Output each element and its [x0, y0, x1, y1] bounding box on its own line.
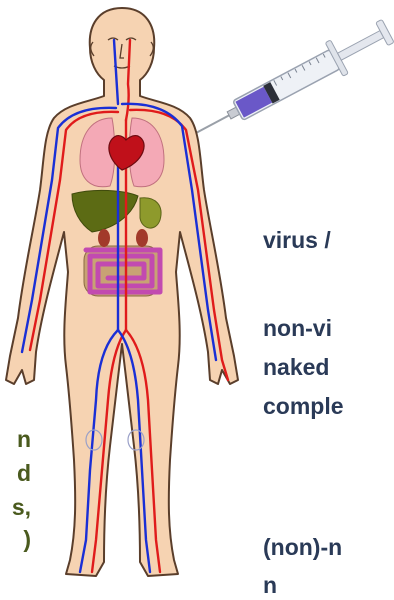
label-left-1: n	[17, 424, 31, 454]
human-circulatory-system-icon	[6, 8, 238, 576]
kidney-left	[98, 229, 110, 247]
kidney-right	[136, 229, 148, 247]
label-left-2: d	[17, 458, 31, 488]
label-left-3: s,	[12, 492, 31, 522]
label-virus: virus /	[263, 225, 331, 255]
label-naked: naked	[263, 352, 329, 382]
label-non-m: (non)-n	[263, 532, 342, 562]
label-left-4: )	[23, 524, 31, 554]
label-cut-line: n	[263, 570, 277, 600]
syringe-plunger-rod	[338, 31, 384, 61]
label-complex: comple	[263, 391, 344, 421]
label-non-viral: non-vi	[263, 313, 332, 343]
intestine	[84, 246, 160, 296]
